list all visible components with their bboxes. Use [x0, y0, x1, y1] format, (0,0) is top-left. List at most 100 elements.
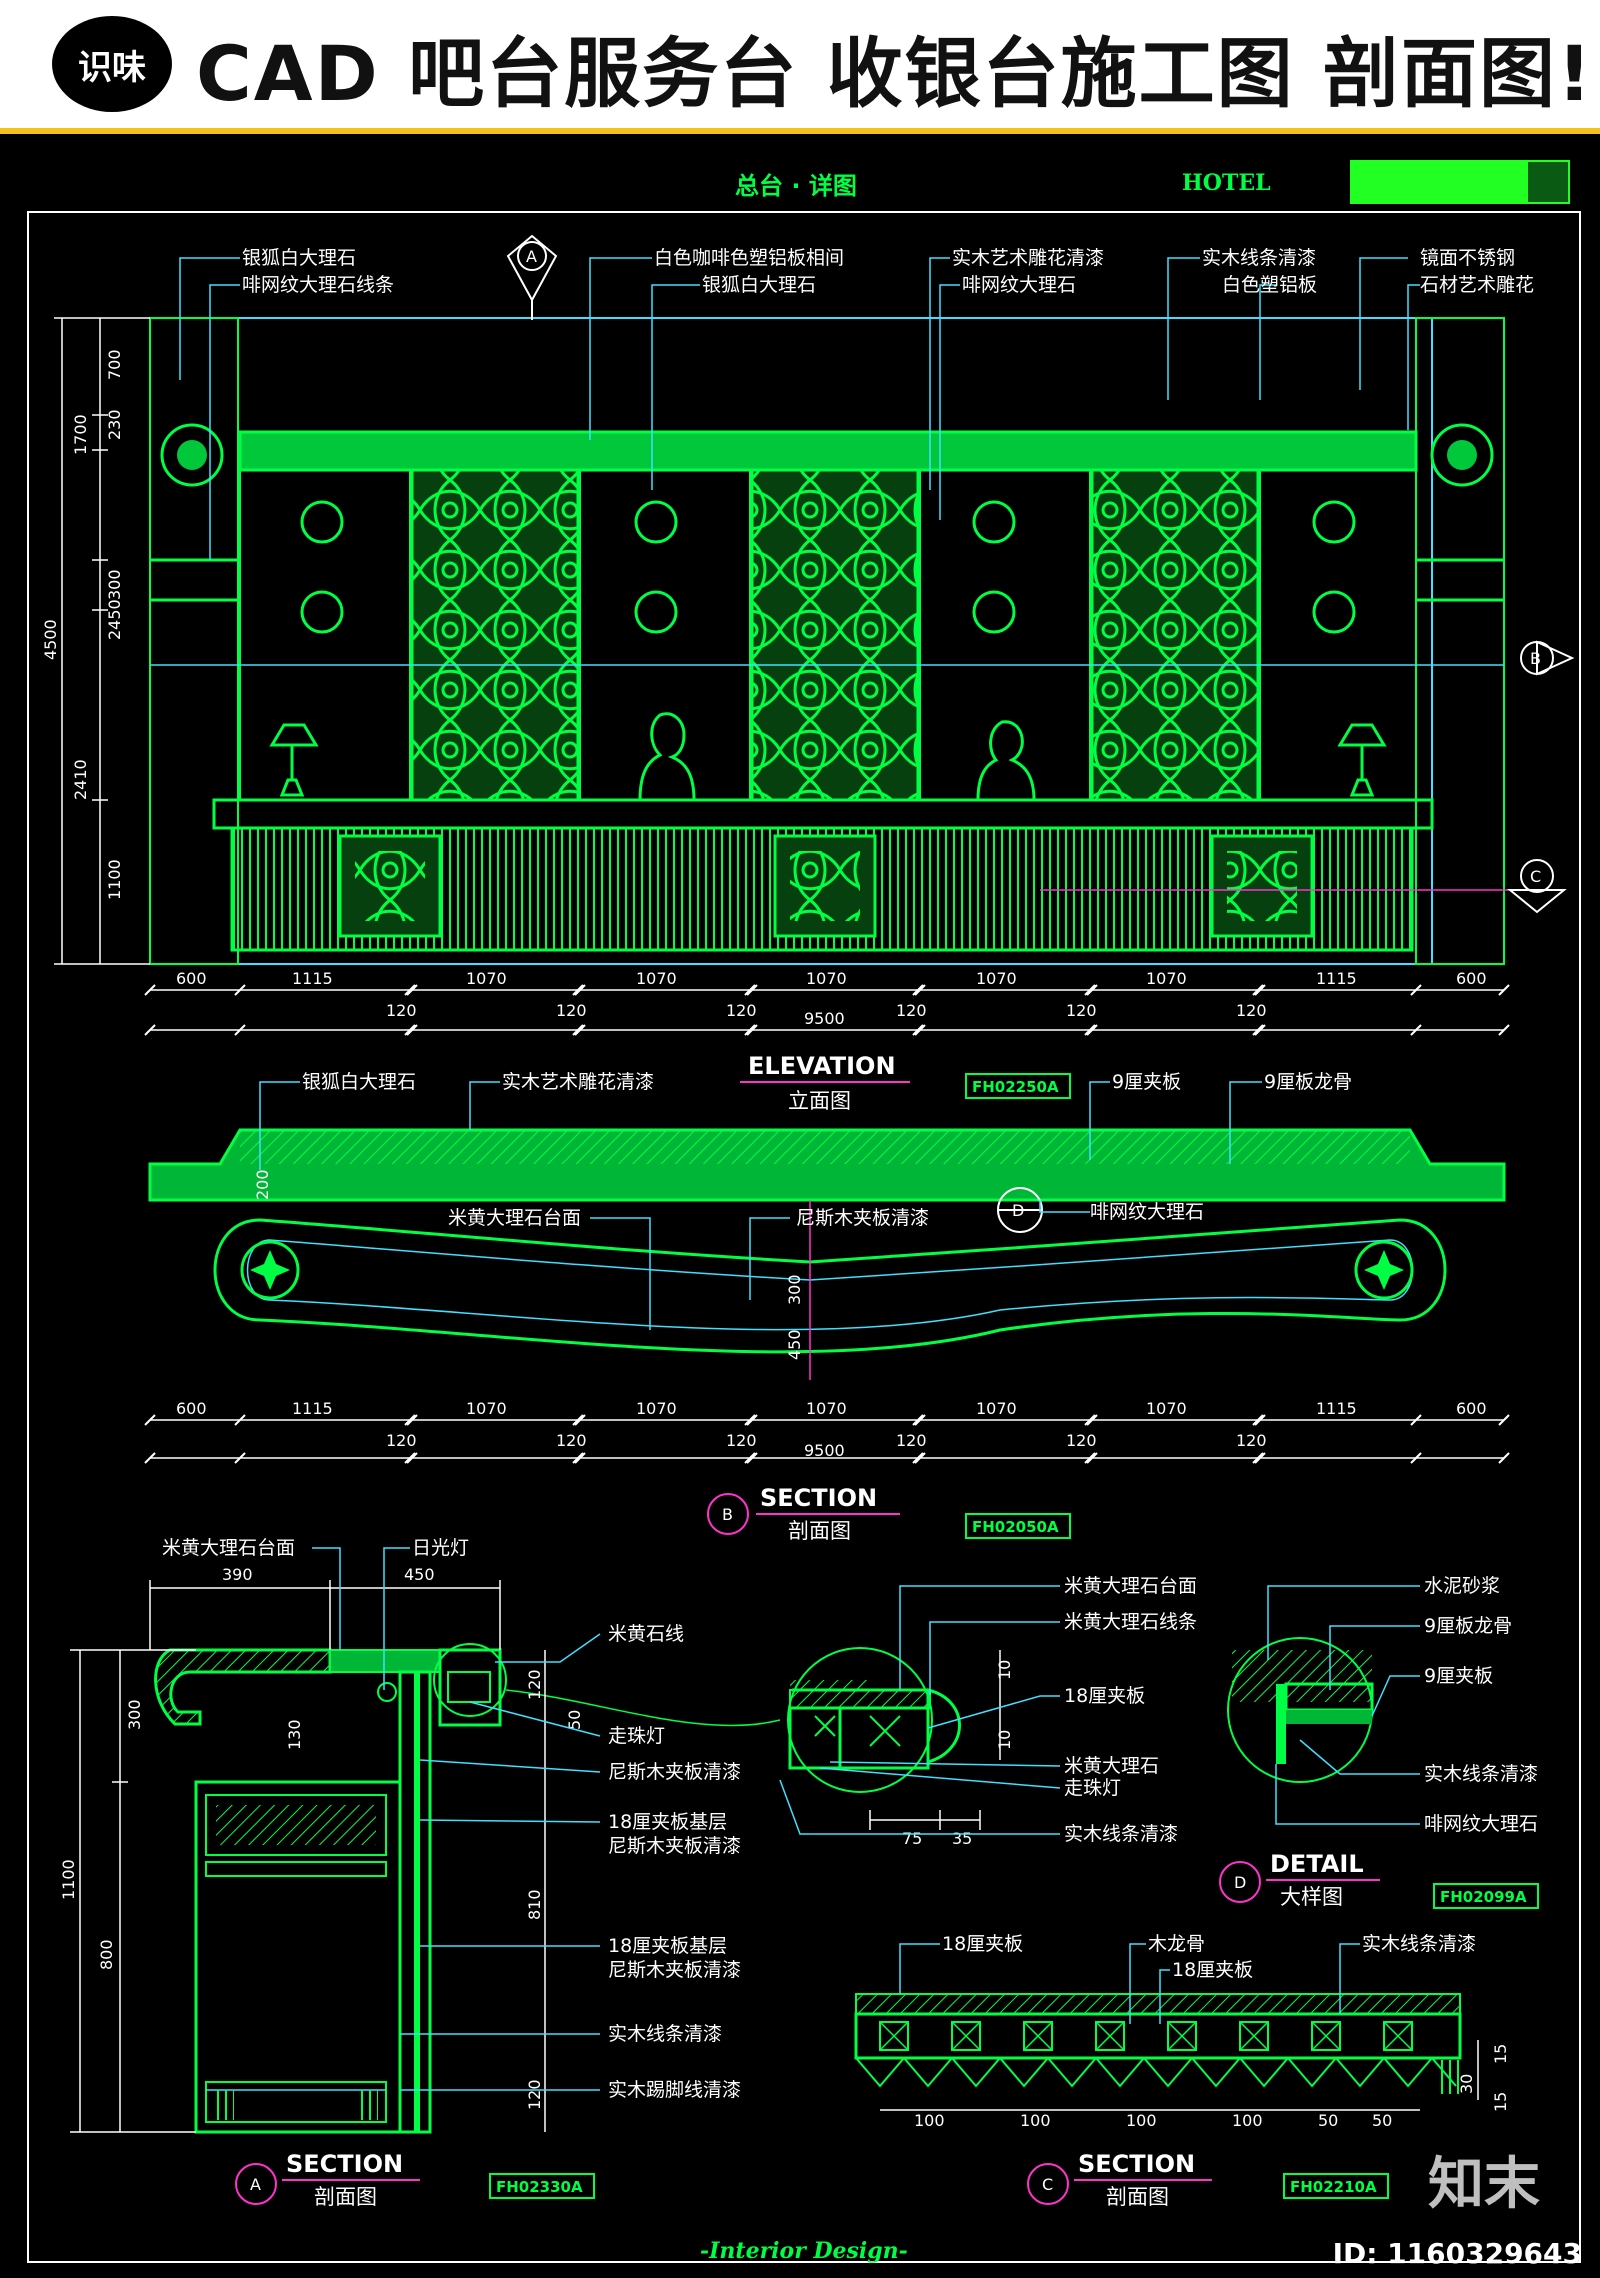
callout-wood-carving: 实木艺术雕花清漆 — [952, 247, 1104, 269]
joist-cross — [1239, 2021, 1269, 2051]
detail-d-view: 75 35 10 10 米黄大理石台面 米黄大理石线条 18厘夹板 米黄大理石 … — [779, 1575, 1539, 1909]
dim-tick — [746, 1024, 758, 1036]
sa-callout-wood-line: 实木线条清漆 — [608, 2023, 722, 2045]
svg-text:700: 700 — [105, 349, 124, 380]
sheet-title: 总台 · 详图 — [735, 172, 857, 200]
dim-tick — [746, 1452, 758, 1464]
section-a-detail-circle — [433, 1643, 507, 1717]
joist-box — [879, 2021, 909, 2051]
dim-tick — [574, 1414, 586, 1426]
section-a-code: FH02330A — [496, 2178, 583, 2196]
elev-dim-1070b: 1070 — [636, 969, 677, 988]
elevation-view: A B C 银狐白大理石 啡网纹大理石线条 白色咖啡色塑铝板相 — [41, 234, 1575, 1113]
svg-text:100: 100 — [1020, 2111, 1051, 2130]
dim-tick — [1498, 1414, 1510, 1426]
svg-text:50: 50 — [565, 1710, 584, 1730]
watermark-id: ID: 1160329643 — [1332, 2237, 1582, 2270]
elev-dim-600a: 600 — [176, 969, 207, 988]
sa-callout-nis-2: 尼斯木夹板清漆 — [608, 1835, 741, 1857]
svg-text:B: B — [722, 1505, 733, 1524]
svg-text:B: B — [1530, 649, 1541, 668]
dd-callout-joist: 9厘板龙骨 — [1424, 1615, 1512, 1637]
sa-callout-18-base-2: 18厘夹板基层 — [608, 1935, 727, 1957]
dim-tick — [404, 1452, 416, 1464]
dim-tick — [1498, 984, 1510, 996]
dim-tick — [574, 1024, 586, 1036]
section-c-title: SECTION — [1078, 2150, 1195, 2178]
elev-dim-1070c: 1070 — [806, 969, 847, 988]
dd-callout-9ply: 9厘夹板 — [1424, 1665, 1493, 1687]
svg-text:1100: 1100 — [59, 1859, 78, 1900]
elev-dim-1115b: 1115 — [1316, 969, 1357, 988]
dim-tick — [144, 984, 156, 996]
callout-coffee-marble-line: 啡网纹大理石线条 — [242, 274, 394, 296]
svg-text:1700: 1700 — [71, 414, 90, 455]
plan-callout-joist: 9厘板龙骨 — [1264, 1071, 1352, 1093]
svg-text:120: 120 — [726, 1001, 757, 1020]
svg-text:600: 600 — [1456, 1399, 1487, 1418]
elev-dim-1070a: 1070 — [466, 969, 507, 988]
svg-text:100: 100 — [1126, 2111, 1157, 2130]
sa-marker — [235, 2163, 277, 2205]
joist-box — [1239, 2021, 1269, 2051]
dim-tick — [914, 1024, 926, 1036]
svg-text:120: 120 — [386, 1001, 417, 1020]
receptionist-male-icon — [976, 720, 1036, 802]
dim-tick — [574, 1452, 586, 1464]
plan-callout-beige-top: 米黄大理石台面 — [448, 1207, 581, 1229]
elev-dim-600b: 600 — [1456, 969, 1487, 988]
svg-text:130: 130 — [285, 1719, 304, 1750]
svg-text:120: 120 — [1066, 1001, 1097, 1020]
svg-text:120: 120 — [556, 1431, 587, 1450]
section-c-view: 18厘夹板 木龙骨 18厘夹板 实木线条清漆 100 100 100 100 5… — [854, 1933, 1510, 2209]
plan-title-cn: 剖面图 — [788, 1519, 851, 1543]
brand-logo: 识味 — [52, 16, 172, 112]
svg-text:15: 15 — [1491, 2092, 1510, 2112]
section-a-cabinet — [194, 1780, 402, 2134]
elevation-title-cn: 立面图 — [788, 1089, 851, 1113]
dim-tick — [144, 1024, 156, 1036]
plan-code: FH02050A — [972, 1518, 1059, 1536]
joist-cross — [951, 2021, 981, 2051]
plan-callout-coffee: 啡网纹大理石 — [1090, 1201, 1204, 1223]
svg-text:A: A — [250, 2175, 261, 2194]
dd-callout-beige: 米黄大理石 — [1064, 1755, 1159, 1777]
section-marker-c: C — [1507, 859, 1567, 914]
svg-text:D: D — [1234, 1873, 1246, 1892]
dim-tick — [404, 1024, 416, 1036]
svg-text:30: 30 — [1457, 2074, 1476, 2094]
dim-tick — [144, 1414, 156, 1426]
svg-text:50: 50 — [1318, 2111, 1338, 2130]
elev-dim-1070e: 1070 — [1146, 969, 1187, 988]
dim-tick — [1084, 1024, 1096, 1036]
joist-box — [1095, 2021, 1125, 2051]
dd-callout-18ply: 18厘夹板 — [1064, 1685, 1145, 1707]
plan-counter-curve — [213, 1218, 1447, 1354]
dim-tick — [1086, 1452, 1098, 1464]
detail-d-title: DETAIL — [1270, 1850, 1364, 1878]
svg-text:1070: 1070 — [636, 1399, 677, 1418]
joist-cross — [1095, 2021, 1125, 2051]
dim-tick — [406, 1024, 418, 1036]
rosette-left — [160, 423, 224, 487]
dim-tick — [1254, 1452, 1266, 1464]
callout-plastic-aluminium: 白色咖啡色塑铝板相间 — [654, 247, 844, 269]
callout-silver-fox-marble: 银狐白大理石 — [242, 247, 356, 269]
svg-text:120: 120 — [1236, 1001, 1267, 1020]
plan-column-right — [1354, 1240, 1414, 1300]
svg-text:450: 450 — [404, 1565, 435, 1584]
sa-callout-nis-1: 尼斯木夹板清漆 — [608, 1761, 741, 1783]
dd-callout-wood-line-2: 实木线条清漆 — [1424, 1763, 1538, 1785]
joist-cross — [1023, 2021, 1053, 2051]
svg-text:120: 120 — [386, 1431, 417, 1450]
dd-callout-coffee: 啡网纹大理石 — [1424, 1813, 1538, 1835]
callout-white-aluminium: 白色塑铝板 — [1222, 274, 1317, 296]
svg-text:2410: 2410 — [71, 759, 90, 800]
joist-box — [1023, 2021, 1053, 2051]
carved-panel-1 — [410, 468, 580, 802]
detail-marker-d: D — [997, 1187, 1043, 1233]
dim-tick — [912, 1452, 924, 1464]
cornice — [238, 430, 1418, 472]
svg-text:200: 200 — [253, 1169, 272, 1200]
dim-tick — [144, 1452, 156, 1464]
